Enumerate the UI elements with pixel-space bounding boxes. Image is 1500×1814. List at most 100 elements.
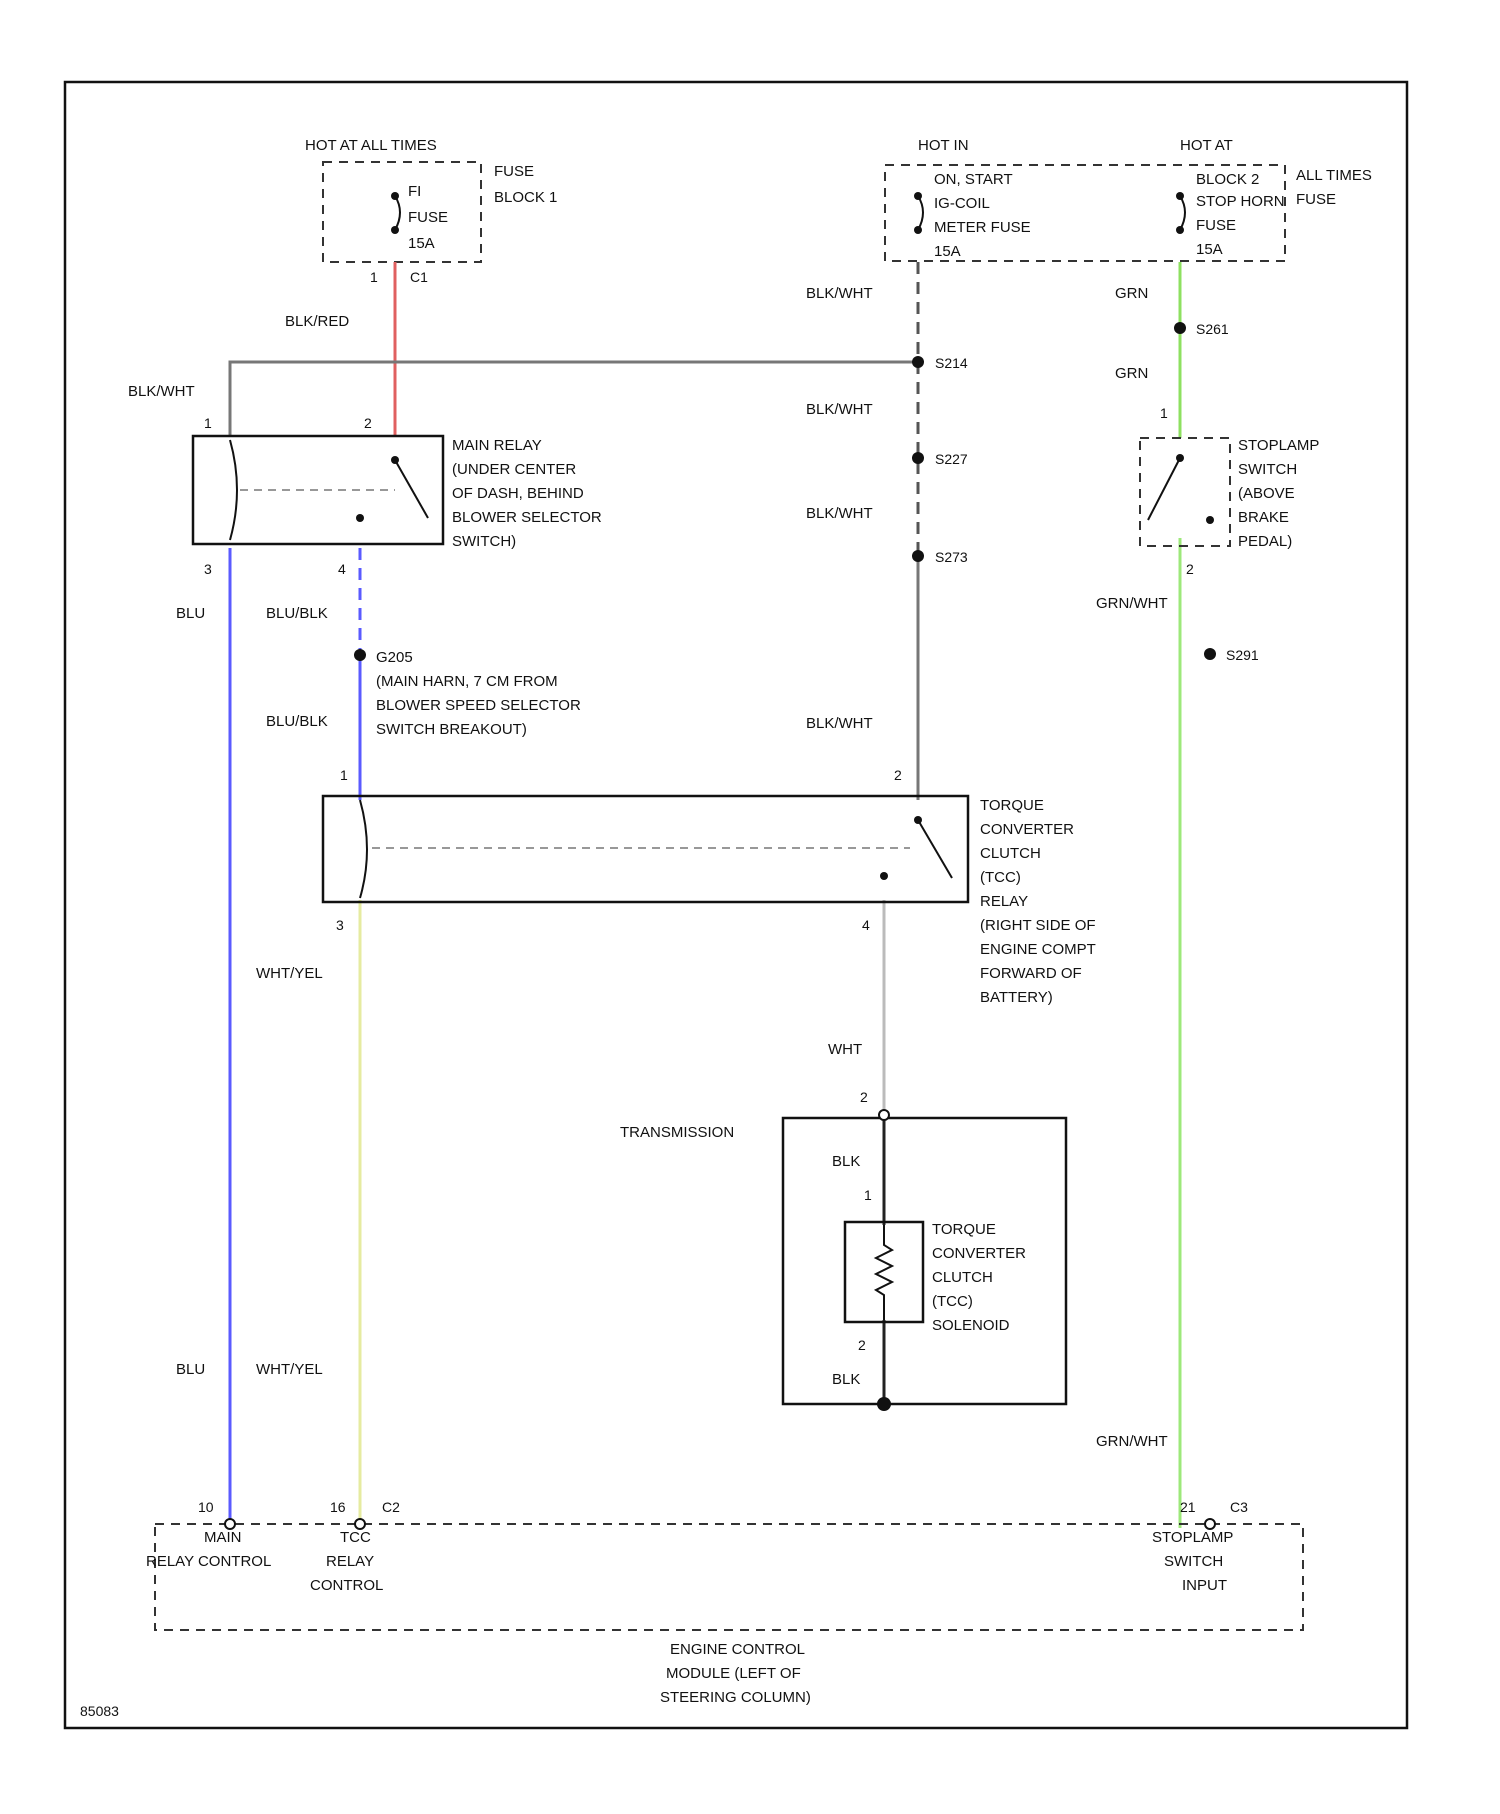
wire-labels: BLK/RED BLK/WHT BLK/WHT BLK/WHT BLK/WHT … <box>128 285 1168 1450</box>
label-blk-wht-3: BLK/WHT <box>806 505 873 522</box>
main-relay-coil-icon <box>230 440 237 540</box>
fuse-block-2-side-line-2: FUSE <box>1296 191 1336 208</box>
splice-s261-dot <box>1174 322 1186 334</box>
tcc-relay-label-8: FORWARD OF <box>980 965 1082 982</box>
main-relay: 1 2 3 4 MAIN RELAY (UNDER CENTER OF DASH… <box>193 415 602 577</box>
ecm-tcc-label-1: TCC <box>340 1529 371 1546</box>
ecm-pin-main-relay: 10 <box>198 1499 214 1515</box>
transmission: TRANSMISSION 2 1 2 TORQUE CONVERTER CLUT… <box>620 1089 1066 1411</box>
splice-s227: S227 <box>935 451 968 467</box>
stop-horn-fuse-line-4: 15A <box>1196 241 1223 258</box>
tcc-relay-switch-icon <box>918 820 952 878</box>
label-blk-1: BLK <box>832 1153 860 1170</box>
stop-horn-fuse-terminal-bottom <box>1176 226 1184 234</box>
label-blk-wht-left: BLK/WHT <box>128 383 195 400</box>
stoplamp-label-1: STOPLAMP <box>1238 437 1319 454</box>
meter-fuse-line-4: 15A <box>934 243 961 260</box>
ecm-stoplamp-label-1: STOPLAMP <box>1152 1529 1233 1546</box>
g205-label-3: BLOWER SPEED SELECTOR <box>376 697 581 714</box>
label-grn-1: GRN <box>1115 285 1148 302</box>
splice-s291-dot <box>1204 648 1216 660</box>
ecm-stoplamp-label-2: SWITCH <box>1164 1553 1223 1570</box>
label-wht-yel-1: WHT/YEL <box>256 965 323 982</box>
tcc-relay-pin-2: 2 <box>894 767 902 783</box>
stop-horn-fuse-line-3: FUSE <box>1196 217 1236 234</box>
meter-fuse-terminal-bottom <box>914 226 922 234</box>
g205-note: G205 (MAIN HARN, 7 CM FROM BLOWER SPEED … <box>376 649 581 738</box>
label-wht: WHT <box>828 1041 862 1058</box>
main-relay-label-5: SWITCH) <box>452 533 516 550</box>
label-blu-blk-1: BLU/BLK <box>266 605 328 622</box>
meter-fuse-line-3: METER FUSE <box>934 219 1031 236</box>
main-relay-switch-icon <box>395 460 428 518</box>
tcc-relay-pin-1: 1 <box>340 767 348 783</box>
tcc-relay: 1 2 3 4 TORQUE CONVERTER CLUTCH (TCC) RE… <box>323 767 1096 1006</box>
label-grn-2: GRN <box>1115 365 1148 382</box>
fuse-element-icon <box>395 196 400 230</box>
label-blu-blk-2: BLU/BLK <box>266 713 328 730</box>
stop-horn-fuse-line-1: BLOCK 2 <box>1196 171 1259 188</box>
solenoid-label-4: (TCC) <box>932 1293 973 1310</box>
ecm-stoplamp-label-3: INPUT <box>1182 1577 1227 1594</box>
g205-label-4: SWITCH BREAKOUT) <box>376 721 527 738</box>
g205-label-1: G205 <box>376 649 413 666</box>
ecm-tcc-label-3: CONTROL <box>310 1577 383 1594</box>
fuse-block-2: HOT IN HOT AT ON, START IG-COIL METER FU… <box>885 137 1372 261</box>
fuse-connector-pin: 1 <box>370 269 378 285</box>
g205-label-2: (MAIN HARN, 7 CM FROM <box>376 673 558 690</box>
stoplamp-label-3: (ABOVE <box>1238 485 1295 502</box>
splice-s227-dot <box>912 452 924 464</box>
solenoid-label-5: SOLENOID <box>932 1317 1010 1334</box>
transmission-ground-icon <box>877 1397 891 1411</box>
fuse-block-2-side-line-1: ALL TIMES <box>1296 167 1372 184</box>
wires <box>230 262 1180 1528</box>
tcc-relay-label-5: RELAY <box>980 893 1028 910</box>
label-blk-red: BLK/RED <box>285 313 349 330</box>
solenoid-coil-icon <box>876 1225 892 1320</box>
stoplamp-label-4: BRAKE <box>1238 509 1289 526</box>
wire-blk-wht-to-main-relay <box>230 362 918 436</box>
ecm-tcc-label-2: RELAY <box>326 1553 374 1570</box>
splice-s214-dot <box>912 356 924 368</box>
ecm-connector-c2: C2 <box>382 1499 400 1515</box>
tcc-relay-label-2: CONVERTER <box>980 821 1074 838</box>
splice-s291: S291 <box>1226 647 1259 663</box>
main-relay-label-3: OF DASH, BEHIND <box>452 485 584 502</box>
tcc-relay-label-1: TORQUE <box>980 797 1044 814</box>
engine-control-module: 10 16 C2 21 C3 MAIN RELAY CONTROL TCC RE… <box>146 1499 1303 1706</box>
ecm-main-relay-label-2: RELAY CONTROL <box>146 1553 271 1570</box>
label-wht-yel-2: WHT/YEL <box>256 1361 323 1378</box>
main-relay-pin-4: 4 <box>338 561 346 577</box>
tcc-relay-label-6: (RIGHT SIDE OF <box>980 917 1096 934</box>
fuse-block-1: HOT AT ALL TIMES FI FUSE 15A FUSE BLOCK … <box>305 137 557 285</box>
ecm-pin-stoplamp: 21 <box>1180 1499 1196 1515</box>
fuse-block-name-line-1: FUSE <box>494 163 534 180</box>
ecm-footer-1: ENGINE CONTROL <box>670 1641 805 1658</box>
fuse-block-2-header-left: HOT IN <box>918 137 969 154</box>
fuse-label-line-1: FI <box>408 183 421 200</box>
solenoid-label-3: CLUTCH <box>932 1269 993 1286</box>
label-grn-wht-2: GRN/WHT <box>1096 1433 1168 1450</box>
fuse-terminal-bottom <box>391 226 399 234</box>
transmission-pin-2: 2 <box>860 1089 868 1105</box>
label-blk-wht-4: BLK/WHT <box>806 715 873 732</box>
fuse-block-2-header-right: HOT AT <box>1180 137 1233 154</box>
main-relay-label-4: BLOWER SELECTOR <box>452 509 602 526</box>
label-blk-wht-1: BLK/WHT <box>806 285 873 302</box>
splice-s214: S214 <box>935 355 968 371</box>
fuse-block-name-line-2: BLOCK 1 <box>494 189 557 206</box>
ecm-connector-c3: C3 <box>1230 1499 1248 1515</box>
ground-g205-dot <box>354 649 366 661</box>
stoplamp-switch: 1 2 STOPLAMP SWITCH (ABOVE BRAKE PEDAL) <box>1140 405 1319 577</box>
solenoid-label-1: TORQUE <box>932 1221 996 1238</box>
stoplamp-label-2: SWITCH <box>1238 461 1297 478</box>
stoplamp-label-5: PEDAL) <box>1238 533 1292 550</box>
solenoid-label-2: CONVERTER <box>932 1245 1026 1262</box>
main-relay-pin-1: 1 <box>204 415 212 431</box>
main-relay-label-2: (UNDER CENTER <box>452 461 576 478</box>
meter-fuse-line-2: IG-COIL <box>934 195 990 212</box>
label-blk-2: BLK <box>832 1371 860 1388</box>
main-relay-pin-3: 3 <box>204 561 212 577</box>
ecm-footer-3: STEERING COLUMN) <box>660 1689 811 1706</box>
solenoid-pin-1: 1 <box>864 1187 872 1203</box>
